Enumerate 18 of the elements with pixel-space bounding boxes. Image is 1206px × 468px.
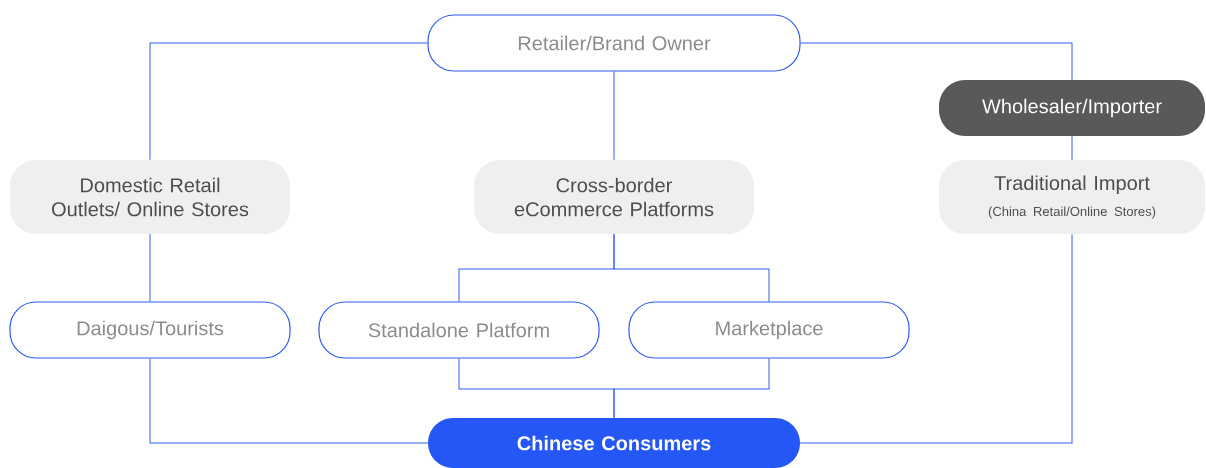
pill-box: Retailer/Brand Owner — [427, 14, 801, 72]
category-box: Traditional Import (China Retail/Online Stores) — [939, 160, 1205, 234]
importer-box: Wholesaler/Importer — [939, 80, 1205, 136]
pill-box: Daigous/Tourists — [9, 301, 291, 359]
connector-line — [1071, 135, 1073, 161]
connector-line — [613, 358, 770, 419]
pill-box: Marketplace — [628, 301, 910, 359]
connector-line — [149, 358, 429, 444]
connector-line — [613, 71, 615, 161]
connector-line — [149, 42, 428, 161]
category-box: Cross-border eCommerce Platforms — [474, 160, 754, 234]
connector-line — [799, 233, 1073, 444]
connector-line — [149, 233, 151, 302]
pill-box: Standalone Platform — [318, 301, 600, 359]
connector-line — [613, 233, 770, 302]
category-box: Domestic Retail Outlets/ Online Stores — [10, 160, 290, 234]
connector-line — [800, 42, 1073, 81]
consumer-box: Chinese Consumers — [428, 418, 800, 468]
